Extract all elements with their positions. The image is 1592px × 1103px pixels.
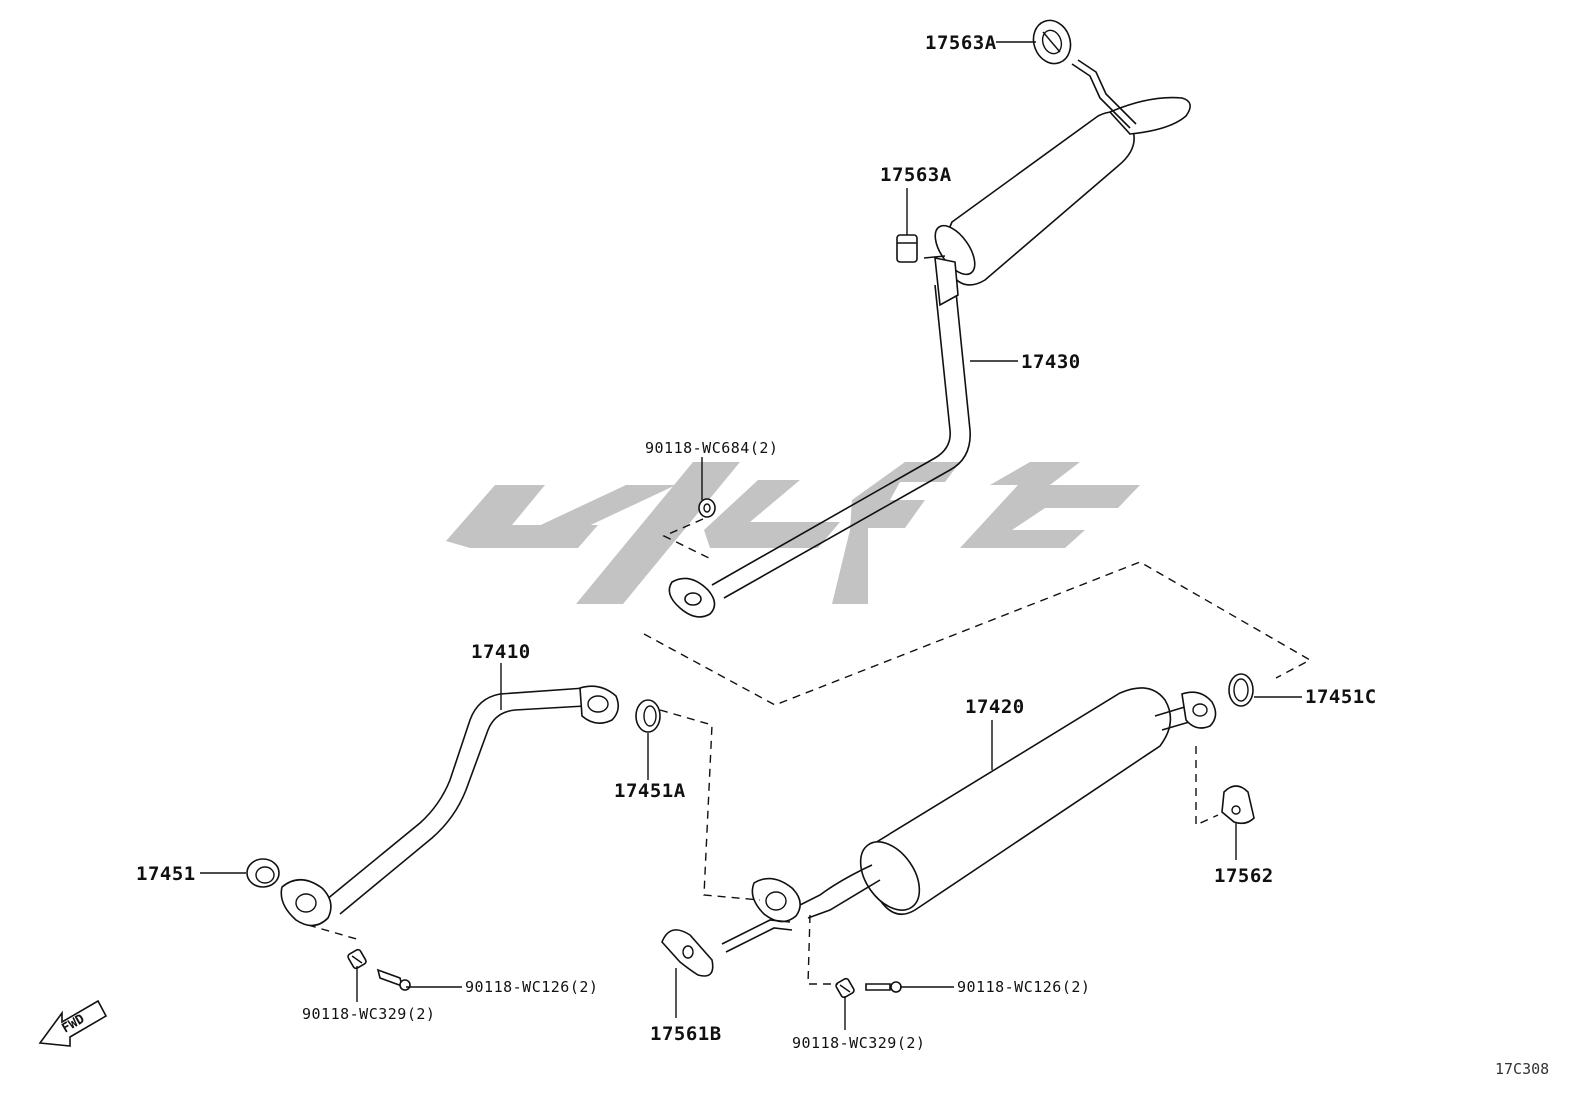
leader-lines	[200, 41, 1302, 1030]
gasket-17451C	[1228, 673, 1254, 707]
fasteners-left	[347, 948, 411, 991]
assembly-lines	[307, 518, 1312, 985]
label-17451: 17451	[136, 863, 196, 885]
label-17563A-mid: 17563A	[880, 164, 952, 186]
gasket-17451A	[635, 699, 661, 733]
bracket-17562	[1221, 785, 1255, 825]
label-17451C: 17451C	[1305, 686, 1377, 708]
hanger-17563A-mid	[896, 234, 918, 263]
label-17563A-top: 17563A	[925, 32, 997, 54]
part-labels: 17563A 17563A 17430 90118-WC684(2) 17410…	[136, 32, 1377, 1052]
hanger-17561B	[661, 929, 714, 977]
label-17410: 17410	[471, 641, 531, 663]
label-90118-WC684: 90118-WC684(2)	[645, 439, 778, 457]
hanger-17563A-top	[1032, 19, 1072, 65]
label-17430: 17430	[1021, 351, 1081, 373]
fasteners-right	[835, 977, 902, 999]
label-17561B: 17561B	[650, 1023, 722, 1045]
tail-pipe-17430	[668, 59, 1191, 618]
label-90118-WC126-left: 90118-WC126(2)	[465, 978, 598, 996]
front-pipe-17410	[280, 685, 620, 927]
label-90118-WC329-left: 90118-WC329(2)	[302, 1005, 435, 1023]
label-90118-WC126-right: 90118-WC126(2)	[957, 978, 1090, 996]
gasket-17451	[246, 858, 280, 888]
label-90118-WC329-right: 90118-WC329(2)	[792, 1034, 925, 1052]
nut-90118-WC684	[698, 498, 716, 518]
label-17451A: 17451A	[614, 780, 686, 802]
fwd-arrow-icon: FWD	[38, 999, 108, 1047]
diagram-code: 17C308	[1495, 1060, 1549, 1078]
label-17420: 17420	[965, 696, 1025, 718]
center-muffler-17420	[721, 687, 1217, 953]
watermark-logo	[446, 462, 1140, 604]
label-17562: 17562	[1214, 865, 1274, 887]
